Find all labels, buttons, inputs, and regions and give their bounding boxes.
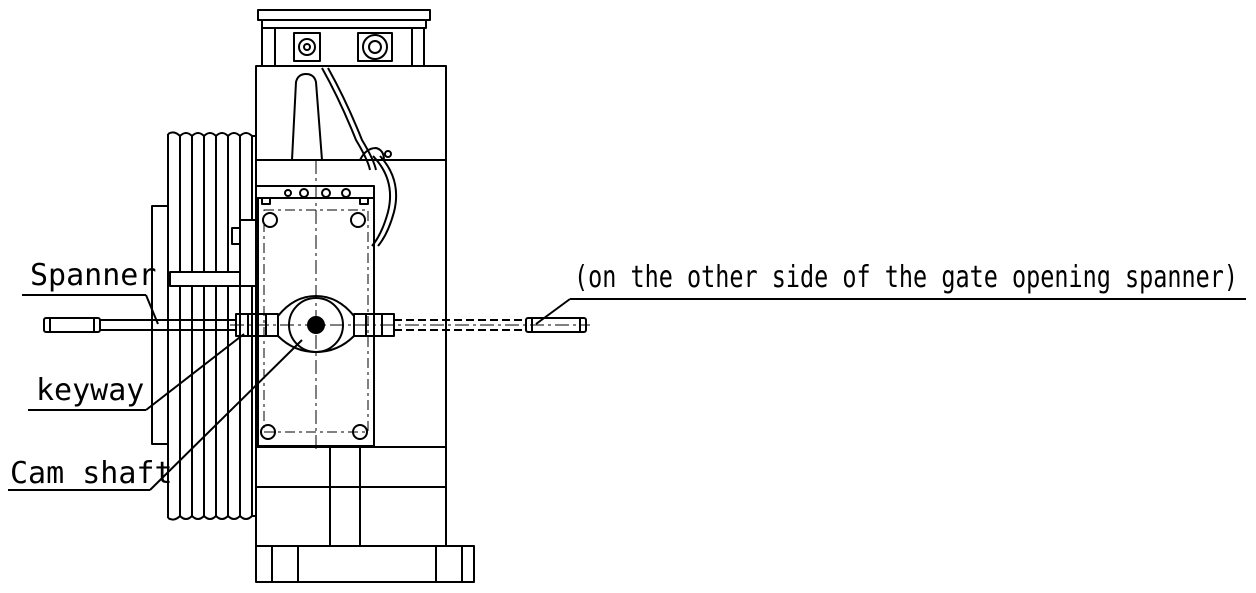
other-side-spanner (353, 313, 587, 337)
cam-shaft-label: Cam shaft (10, 456, 173, 491)
traction-sheave (151, 131, 257, 521)
leader-lines (8, 294, 1246, 491)
other-side-label: (on the other side of the gate opening s… (574, 260, 1238, 295)
brake-plate (255, 185, 375, 447)
terminal-box (257, 9, 431, 67)
motor-housing (255, 65, 447, 547)
motor-base (255, 545, 475, 583)
spanner-label: Spanner (30, 258, 156, 293)
spanner (43, 313, 279, 337)
keyway-label: keyway (36, 373, 144, 408)
cam-shaft (230, 160, 590, 450)
